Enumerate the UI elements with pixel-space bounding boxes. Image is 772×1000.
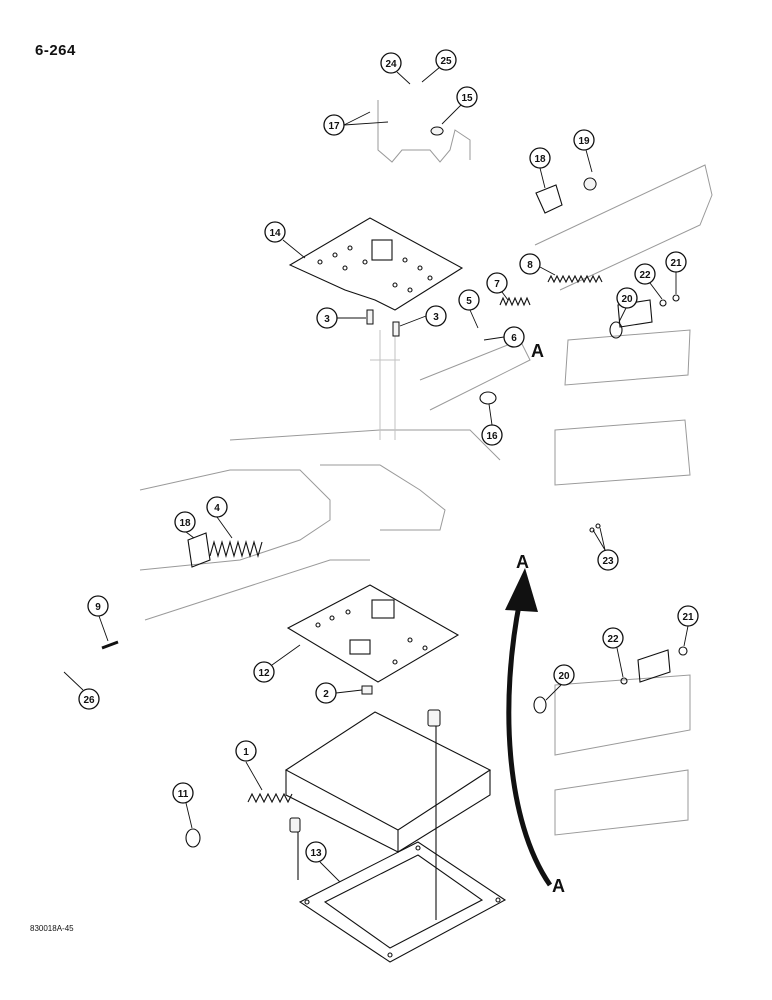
svg-text:9: 9	[95, 602, 101, 613]
spring-1	[247, 792, 293, 804]
svg-text:8: 8	[527, 260, 533, 271]
svg-text:20: 20	[621, 294, 633, 305]
svg-text:3: 3	[324, 314, 330, 325]
callout-13: 13	[305, 841, 341, 883]
callout-11: 11	[172, 782, 194, 829]
callout-4: 4	[206, 496, 233, 539]
callout-21b: 21	[677, 605, 699, 647]
callout-21a: 21	[665, 251, 687, 294]
svg-text:22: 22	[607, 634, 619, 645]
svg-text:7: 7	[494, 279, 500, 290]
svg-text:18: 18	[179, 518, 191, 529]
svg-text:22: 22	[639, 270, 651, 281]
spring-7	[499, 296, 531, 307]
callout-2: 2	[315, 682, 363, 704]
callout-17: 17	[323, 111, 389, 136]
callout-3a: 3	[316, 307, 366, 329]
callout-9: 9	[87, 595, 109, 642]
view-marker-a-2: A	[516, 552, 529, 572]
callout-20a: 20	[616, 287, 638, 323]
spring-4	[209, 539, 263, 559]
svg-text:21: 21	[670, 258, 682, 269]
svg-text:11: 11	[178, 789, 189, 800]
callout-22b: 22	[602, 627, 624, 678]
view-marker-a-3: A	[552, 876, 565, 896]
callout-26: 26	[63, 671, 100, 710]
svg-text:16: 16	[486, 431, 498, 442]
callout-22a: 22	[634, 263, 663, 300]
page-number: 6-264	[35, 42, 76, 59]
callout-19: 19	[573, 129, 595, 173]
callout-14: 14	[264, 221, 306, 259]
callout-23: 23	[592, 527, 619, 571]
callout-3b: 3	[399, 305, 447, 327]
svg-text:14: 14	[269, 228, 281, 239]
callout-25: 25	[421, 49, 457, 83]
svg-text:24: 24	[385, 59, 397, 70]
callout-15: 15	[441, 86, 478, 125]
svg-text:2: 2	[323, 689, 329, 700]
callout-18a: 18	[529, 147, 551, 189]
svg-text:17: 17	[328, 121, 340, 132]
svg-text:13: 13	[310, 848, 322, 859]
callout-5: 5	[458, 289, 480, 329]
svg-text:6: 6	[511, 333, 517, 344]
small-parts	[101, 126, 688, 848]
valve-body	[284, 709, 492, 853]
figure-id: 830018A-45	[30, 924, 74, 933]
svg-text:19: 19	[578, 136, 590, 147]
svg-text:21: 21	[682, 612, 694, 623]
svg-text:26: 26	[83, 695, 95, 706]
callout-20b: 20	[545, 664, 575, 701]
svg-text:12: 12	[258, 668, 270, 679]
svg-text:25: 25	[440, 56, 452, 67]
callout-7: 7	[486, 272, 509, 301]
callout-16: 16	[481, 403, 503, 446]
svg-text:15: 15	[461, 93, 473, 104]
callout-24: 24	[380, 52, 411, 85]
callout-8: 8	[519, 253, 556, 276]
view-a-arrow	[505, 568, 553, 887]
separator-plate-upper	[288, 217, 464, 311]
svg-text:3: 3	[433, 312, 439, 323]
svg-text:4: 4	[214, 503, 220, 514]
svg-text:1: 1	[243, 747, 249, 758]
svg-text:20: 20	[558, 671, 570, 682]
svg-text:18: 18	[534, 154, 546, 165]
view-marker-a-1: A	[531, 341, 544, 361]
svg-text:23: 23	[602, 556, 614, 567]
gasket	[298, 841, 507, 963]
separator-plate-lower	[286, 584, 460, 683]
svg-text:5: 5	[466, 296, 472, 307]
callout-1: 1	[235, 740, 263, 791]
callout-12: 12	[253, 644, 301, 683]
callout-18b: 18	[174, 511, 196, 539]
housing-ghost-outlines	[139, 100, 713, 836]
callout-6: 6	[483, 326, 525, 348]
bolts	[297, 726, 437, 920]
spring-8	[547, 274, 603, 284]
